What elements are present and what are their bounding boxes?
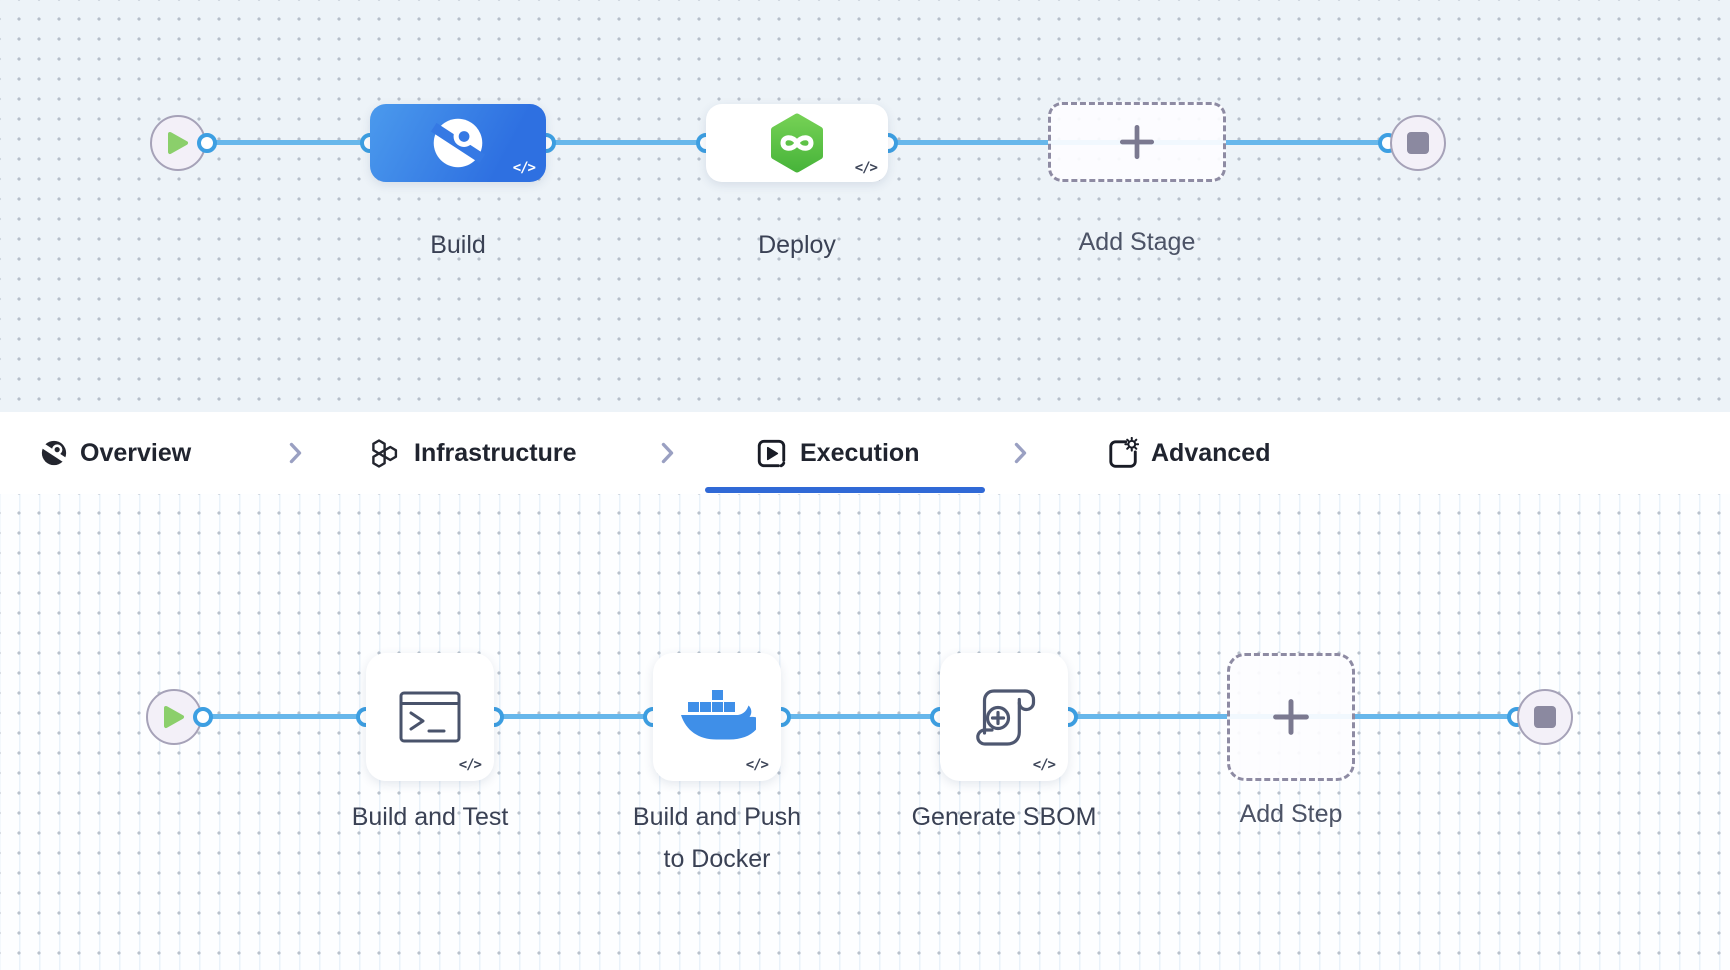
chevron-right-icon <box>1013 412 1028 494</box>
connector-point <box>193 707 213 727</box>
docker-whale-icon <box>681 690 756 740</box>
add-stage-button[interactable] <box>1048 102 1226 182</box>
pipeline-start-node <box>150 115 206 171</box>
step-edge-line <box>174 714 1545 719</box>
tab-execution[interactable]: Execution <box>755 412 919 494</box>
tab-label: Execution <box>800 438 920 467</box>
play-icon <box>168 132 188 154</box>
plus-icon <box>1119 124 1155 160</box>
step-label-build-and-push: Build and Push to Docker <box>597 796 837 880</box>
step-node-generate-sbom[interactable]: </> <box>940 653 1068 781</box>
add-stage-label: Add Stage <box>1078 228 1196 256</box>
stage-node-deploy[interactable]: </> <box>706 104 888 182</box>
plus-icon <box>1273 699 1309 735</box>
active-tab-underline <box>705 487 985 493</box>
yaml-toggle[interactable]: </> <box>1032 757 1056 773</box>
execution-play-icon <box>757 439 786 467</box>
stage-canvas <box>0 0 1730 412</box>
step-label-line1: Build and Push <box>632 803 802 831</box>
harness-ci-icon <box>430 118 486 168</box>
stage-node-build[interactable]: </> <box>370 104 546 182</box>
chevron-right-icon <box>660 412 675 494</box>
tab-overview[interactable]: Overview <box>40 412 191 494</box>
yaml-toggle[interactable]: </> <box>745 757 769 773</box>
connector-point <box>197 133 217 153</box>
sbom-scroll-icon <box>976 689 1036 746</box>
step-label-build-and-test: Build and Test <box>351 803 509 831</box>
harness-cd-icon <box>771 113 823 173</box>
infrastructure-hexagons-icon <box>372 438 398 468</box>
yaml-toggle[interactable]: </> <box>854 160 878 176</box>
stage-label-build: Build <box>430 231 486 259</box>
tab-label: Infrastructure <box>414 438 577 467</box>
play-icon <box>164 706 184 728</box>
yaml-toggle[interactable]: </> <box>512 160 536 176</box>
tab-label: Advanced <box>1151 438 1271 467</box>
pipeline-end-node <box>1390 115 1446 171</box>
add-step-button[interactable] <box>1227 653 1355 781</box>
ci-overview-icon <box>40 440 68 466</box>
run-terminal-icon <box>399 691 461 743</box>
step-label-generate-sbom: Generate SBOM <box>911 803 1097 831</box>
step-canvas <box>0 494 1730 970</box>
stop-icon <box>1407 132 1429 154</box>
step-node-build-and-test[interactable]: </> <box>366 653 494 781</box>
tab-label: Overview <box>80 438 192 467</box>
config-tabbar <box>0 412 1730 494</box>
stop-icon <box>1534 706 1556 728</box>
step-node-build-and-push-to-docker[interactable]: </> <box>653 653 781 781</box>
add-step-label: Add Step <box>1239 800 1343 828</box>
tab-infrastructure[interactable]: Infrastructure <box>368 412 577 494</box>
steps-start-node <box>146 689 202 745</box>
tab-advanced[interactable]: Advanced <box>1106 412 1270 494</box>
chevron-right-icon <box>288 412 303 494</box>
yaml-toggle[interactable]: </> <box>458 757 482 773</box>
advanced-gear-icon <box>1109 436 1139 468</box>
stage-label-deploy: Deploy <box>758 231 836 259</box>
step-label-line2: to Docker <box>663 845 771 873</box>
steps-end-node <box>1517 689 1573 745</box>
